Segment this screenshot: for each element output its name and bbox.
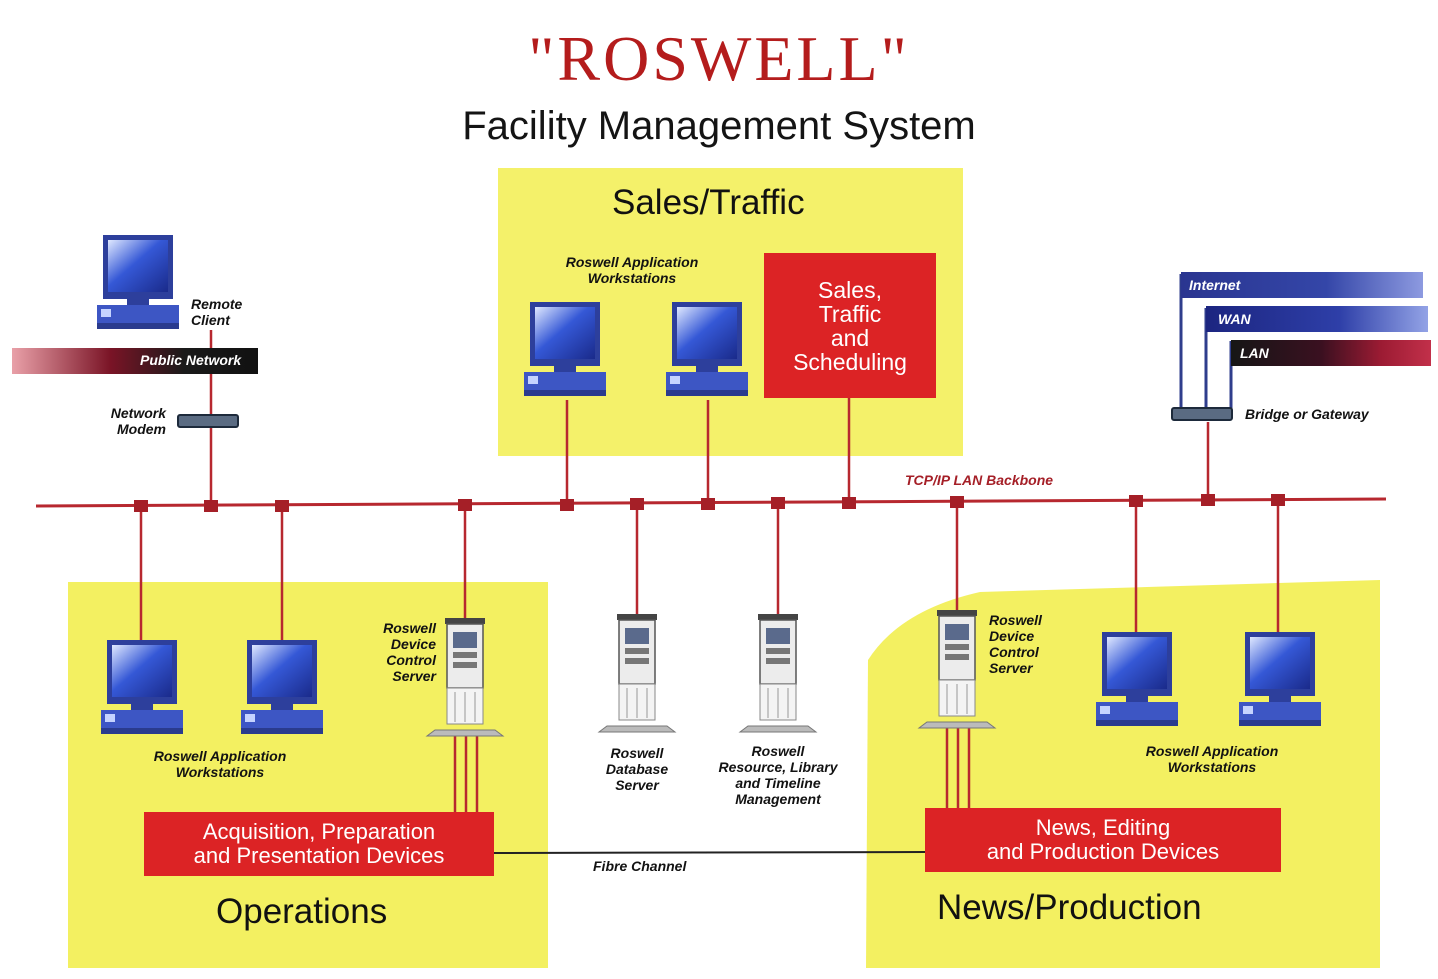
sales-workstations-label: Roswell Application Workstations: [565, 254, 699, 286]
ops-device-control-server-icon: [426, 617, 504, 737]
ops-workstation-icon: [241, 640, 323, 734]
junction: [950, 496, 964, 508]
junction: [458, 499, 472, 511]
database-server-label: Roswell Database Server: [605, 745, 669, 793]
resource-server-icon: [739, 613, 817, 733]
network-modem-icon: [177, 414, 239, 428]
internet-bar: [1181, 272, 1423, 298]
backbone-junctions: [134, 494, 1285, 512]
ops-device-control-server-label: Roswell Device Control Server: [383, 620, 436, 684]
zone-title-operations: Operations: [216, 892, 388, 931]
network-modem-label: Network Modem: [110, 405, 166, 437]
junction: [630, 498, 644, 510]
acquisition-devices-label: Acquisition, Preparation and Presentatio…: [193, 819, 445, 868]
junction: [560, 499, 574, 511]
zone-title-sales-traffic: Sales/Traffic: [612, 183, 805, 222]
bridge-gateway-icon: [1171, 407, 1233, 421]
wan-bar: [1206, 306, 1428, 332]
wan-label: WAN: [1218, 311, 1251, 327]
remote-client-icon: [97, 235, 179, 329]
junction: [204, 500, 218, 512]
fibre-channel-label: Fibre Channel: [593, 858, 687, 874]
junction: [771, 497, 785, 509]
junction: [1129, 495, 1143, 507]
acquisition-devices-box: Acquisition, Preparation and Presentatio…: [144, 812, 494, 876]
resource-server-label: Roswell Resource, Library and Timeline M…: [718, 743, 838, 807]
ops-workstation-icon: [101, 640, 183, 734]
junction: [701, 498, 715, 510]
news-device-control-server-label: Roswell Device Control Server: [989, 612, 1042, 676]
internet-label: Internet: [1189, 277, 1241, 293]
news-workstation-icon: [1096, 632, 1178, 726]
sales-workstation-icon: [666, 302, 748, 396]
junction: [275, 500, 289, 512]
diagram-subtitle: Facility Management System: [462, 104, 976, 148]
database-server-icon: [598, 613, 676, 733]
public-network-bar: [12, 348, 258, 374]
news-editing-devices-label: News, Editing and Production Devices: [986, 815, 1220, 864]
sales-traffic-scheduling-box: Sales, Traffic and Scheduling: [764, 253, 936, 398]
sales-workstation-icon: [524, 302, 606, 396]
news-workstation-icon: [1239, 632, 1321, 726]
news-editing-devices-box: News, Editing and Production Devices: [925, 808, 1281, 872]
news-workstations-label: Roswell Application Workstations: [1145, 743, 1279, 775]
public-network-label: Public Network: [140, 352, 242, 368]
remote-client-label: Remote Client: [191, 296, 243, 328]
diagram-title: "ROSWELL": [528, 23, 910, 94]
junction: [134, 500, 148, 512]
fibre-channel-line: [493, 851, 926, 854]
junction: [842, 497, 856, 509]
lan-bar: [1231, 340, 1431, 366]
news-device-control-server-icon: [918, 609, 996, 729]
zone-title-news-production: News/Production: [937, 888, 1202, 927]
backbone-label: TCP/IP LAN Backbone: [905, 472, 1054, 488]
junction: [1201, 494, 1215, 506]
bridge-gateway-label: Bridge or Gateway: [1245, 406, 1369, 422]
sales-traffic-scheduling-label: Sales, Traffic and Scheduling: [793, 276, 907, 375]
junction: [1271, 494, 1285, 506]
lan-label: LAN: [1240, 345, 1269, 361]
ops-workstations-label: Roswell Application Workstations: [153, 748, 287, 780]
